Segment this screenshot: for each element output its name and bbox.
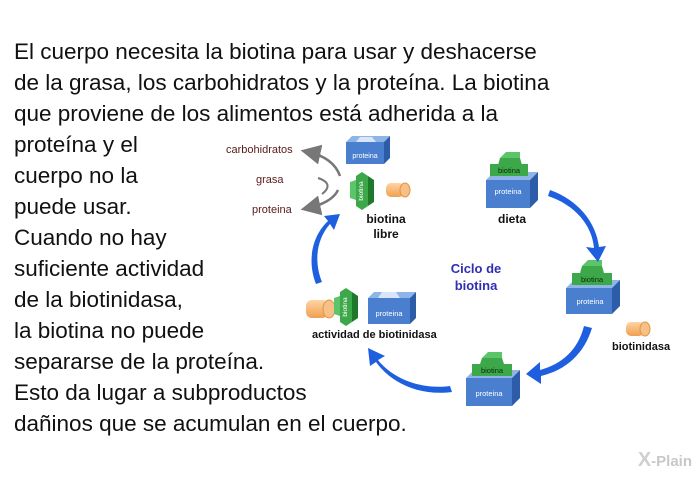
protein-box-top: proteina <box>346 136 390 164</box>
diet-complex: biotina proteina <box>486 152 538 208</box>
bottom-protein-label: proteina <box>475 389 503 398</box>
cycle-label: Ciclo de biotina <box>440 260 512 294</box>
free-biotin-label-line-1: biotina <box>366 212 406 226</box>
product-proteina: proteina <box>252 204 292 216</box>
xplain-logo-x: X <box>637 449 652 471</box>
right-protein-label: proteina <box>576 297 604 306</box>
text-line-4: proteína y el <box>14 132 138 157</box>
diet-label: dieta <box>497 212 526 226</box>
free-biotin-label: biotina libre <box>356 212 416 242</box>
cycle-label-line-1: Ciclo de <box>450 261 502 276</box>
xplain-logo-text: -Plain <box>651 453 692 470</box>
text-line-3: que proviene de los alimentos está adher… <box>14 101 499 126</box>
text-line-10: la biotina no puede <box>14 318 205 343</box>
free-biotin: biotina <box>350 172 374 210</box>
product-carbohidratos: carbohidratos <box>226 144 293 156</box>
right-biotin-label: biotina <box>581 275 604 284</box>
bottom-complex: biotina proteina <box>466 352 520 406</box>
text-line-13: dañinos que se acumulan en el cuerpo. <box>14 411 407 436</box>
activity-label: actividad de biotinidasa <box>312 329 437 341</box>
enzyme-top <box>386 182 411 198</box>
text-line-11: separarse de la proteína. <box>14 349 265 374</box>
left-biotin: biotina <box>334 288 358 326</box>
text-line-5: cuerpo no la <box>14 163 138 188</box>
free-biotin-vertical-label: biotina <box>358 181 365 201</box>
text-line-2: de la grasa, los carbohidratos y la prot… <box>14 70 550 95</box>
cycle-label-line-2: biotina <box>454 278 498 293</box>
cycle-arrows <box>311 190 606 393</box>
text-line-9: de la biotinidasa, <box>14 287 183 312</box>
product-grasa: grasa <box>256 174 284 186</box>
enzyme-label: biotinidasa <box>612 341 671 353</box>
left-protein-box: proteina <box>368 292 416 324</box>
text-line-6: puede usar. <box>14 194 132 219</box>
protein-box-top-label: proteina <box>352 153 377 160</box>
text-line-12: Esto da lugar a subproductos <box>14 380 307 405</box>
text-line-8: suficiente actividad <box>14 256 205 281</box>
right-complex: biotina proteina <box>566 260 620 314</box>
left-biotin-vertical-label: biotina <box>342 297 349 317</box>
text-line-1: El cuerpo necesita la biotina para usar … <box>14 39 537 64</box>
free-biotin-label-line-2: libre <box>373 227 399 241</box>
xplain-logo: X-Plain <box>638 449 692 472</box>
text-line-7: Cuando no hay <box>14 225 167 250</box>
enzyme-right <box>626 321 651 337</box>
left-enzyme <box>306 299 336 319</box>
diet-protein-label: proteina <box>494 187 522 196</box>
bottom-biotin-label: biotina <box>481 366 504 375</box>
diet-biotin-label: biotina <box>498 166 521 175</box>
left-protein-label: proteina <box>375 309 403 318</box>
product-arrows <box>300 144 342 216</box>
